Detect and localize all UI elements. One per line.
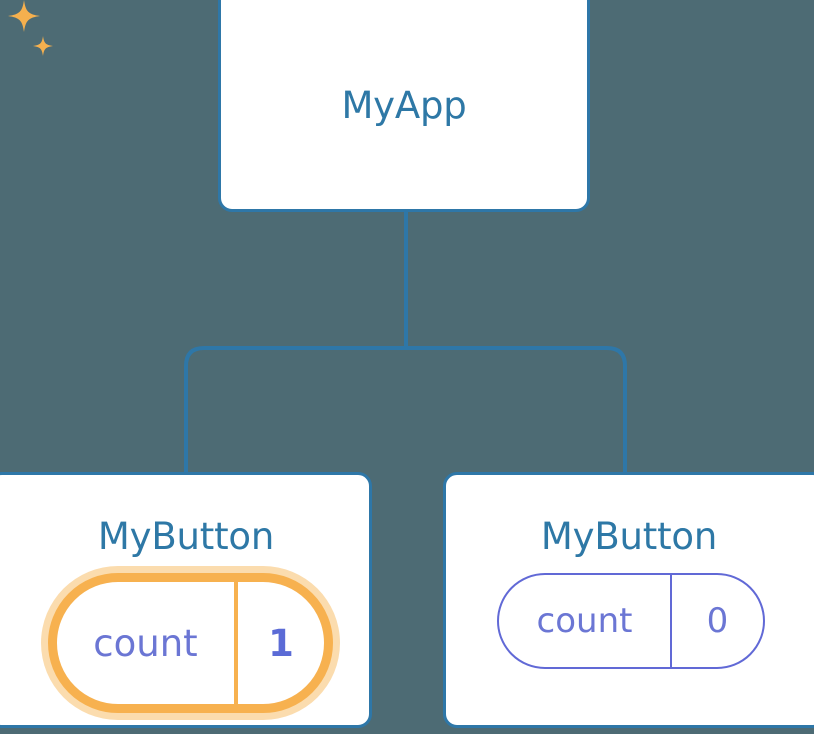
state-pill-1-value: 0 [706,601,729,641]
state-pill-wrapper-0: count 1 [48,573,333,713]
node-mybutton-1-title: MyButton [540,515,718,558]
state-pill-0-key: count [57,582,238,704]
connector-branch-left [184,346,406,476]
node-myapp-title: MyApp [341,84,467,127]
connector-branch-right [406,346,627,476]
state-pill-0-value: 1 [268,621,294,665]
state-pill-1[interactable]: count 0 [497,573,765,669]
state-pill-0[interactable]: count 1 [48,573,333,713]
node-mybutton-1[interactable]: MyButton count 0 [443,472,814,728]
node-mybutton-0[interactable]: MyButton count 1 [0,472,372,728]
state-pill-wrapper-1: count 0 [497,573,765,669]
state-pill-1-key: count [499,575,672,667]
node-myapp[interactable]: MyApp [218,0,590,212]
node-mybutton-0-title: MyButton [97,515,275,558]
